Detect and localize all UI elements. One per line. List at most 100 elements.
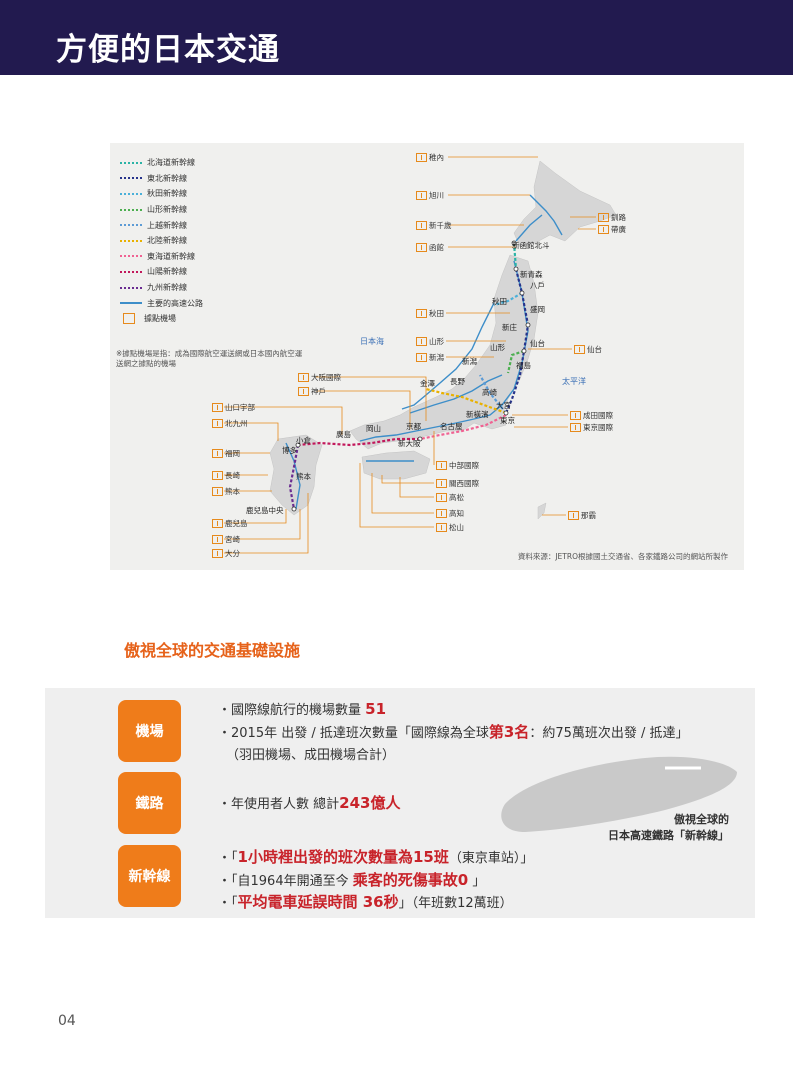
airport-label: 松山	[436, 522, 464, 533]
airport-label: 大分	[212, 548, 240, 559]
legend-note: ※據點機場是指：成為國際航空運送網或日本國內航空運送網之據點的機場	[116, 349, 303, 368]
airport-icon	[574, 345, 585, 354]
city-label: 山形	[490, 343, 505, 352]
airport-icon	[212, 549, 223, 558]
airport-icon	[436, 509, 447, 518]
city-label: 盛岡	[530, 305, 545, 314]
header-bar: 方便的日本交通	[0, 0, 793, 75]
city-label: 廣島	[336, 430, 351, 439]
airport-icon	[212, 449, 223, 458]
airport-label: 北九州	[212, 418, 248, 429]
city-label: 福島	[516, 361, 531, 370]
legend-item: 上越新幹線	[120, 217, 266, 233]
airport-icon	[212, 535, 223, 544]
city-label: 仙台	[530, 339, 545, 348]
page-title: 方便的日本交通	[56, 32, 280, 68]
airport-icon	[212, 471, 223, 480]
airport-icon	[570, 423, 581, 432]
legend-item: 山陽新幹線	[120, 264, 266, 280]
shinkansen-line-3: ・「平均電車延誤時間 36秒」（年班數12萬班）	[218, 893, 513, 911]
airport-label: 高知	[436, 508, 464, 519]
map-graphic	[224, 156, 617, 554]
map-source: 資料來源：JETRO根據國土交通省、各家鐵路公司的網站所製作	[517, 552, 728, 561]
shinkansen-train-graphic	[501, 756, 737, 832]
airport-label: 山形	[416, 336, 444, 347]
airport-label: 山口宇部	[212, 402, 255, 413]
airport-label: 長崎	[212, 470, 240, 481]
city-label: 鹿兒島中央	[246, 506, 284, 515]
airport-badge: 機場	[118, 700, 181, 762]
city-label: 新橫濱	[466, 410, 489, 419]
city-label: 金澤	[420, 379, 435, 388]
airport-label: 旭川	[416, 190, 444, 201]
infrastructure-panel: 機場 ・國際線航行的機場數量 51 ・2015年 出發 / 抵達班次數量「國際線…	[45, 688, 755, 918]
airport-label: 稚內	[416, 152, 444, 163]
airport-label: 中部國際	[436, 460, 479, 471]
page-number: 04	[58, 1013, 76, 1029]
legend-item: 主要的高速公路	[120, 295, 266, 311]
okinawa-shape	[537, 502, 547, 520]
airport-label: 大阪國際	[298, 372, 341, 383]
airport-icon	[212, 519, 223, 528]
honshu-shape	[349, 254, 539, 450]
city-label: 高崎	[482, 388, 497, 397]
airport-icon	[436, 523, 447, 532]
map-legend: 北海道新幹線 東北新幹線 秋田新幹線 山形新幹線 上越新幹線 北陸新幹線 東海道…	[120, 155, 266, 327]
airport-icon	[298, 373, 309, 382]
airport-label: 東京國際	[570, 422, 613, 433]
rail-line: ・年使用者人數 總計243億人	[218, 794, 401, 812]
airport-icon	[416, 337, 427, 346]
airport-label: 那霸	[568, 510, 596, 521]
airport-label: 高松	[436, 492, 464, 503]
airport-label: 釧路	[598, 212, 626, 223]
airport-label: 秋田	[416, 308, 444, 319]
city-label: 名古屋	[440, 422, 463, 431]
airport-label: 成田國際	[570, 410, 613, 421]
hokkaido-shape	[513, 160, 617, 248]
airport-icon	[598, 225, 609, 234]
airport-line-2: ・2015年 出發 / 抵達班次數量「國際線為全球第3名：約75萬班次出發 / …	[218, 723, 689, 741]
airport-icon	[212, 403, 223, 412]
airport-label: 關西國際	[436, 478, 479, 489]
airport-label: 仙台	[574, 344, 602, 355]
legend-item: 東北新幹線	[120, 171, 266, 187]
airport-icon	[436, 493, 447, 502]
airport-icon	[570, 411, 581, 420]
shinkansen-badge: 新幹線	[118, 845, 181, 907]
airport-icon	[212, 419, 223, 428]
city-label: 八戶	[530, 281, 545, 290]
legend-item: 秋田新幹線	[120, 186, 266, 202]
legend-item: 東海道新幹線	[120, 249, 266, 265]
airport-icon	[598, 213, 609, 222]
legend-item: 山形新幹線	[120, 202, 266, 218]
airport-label: 熊本	[212, 486, 240, 497]
city-label: 博多	[282, 446, 297, 455]
airport-label: 函館	[416, 242, 444, 253]
shikoku-shape	[361, 450, 431, 480]
city-label: 新青森	[520, 270, 543, 279]
sea-label: 日本海	[360, 337, 384, 346]
airport-label: 新千歲	[416, 220, 452, 231]
shinkansen-line-1: ・「1小時裡出發的班次數量為15班（東京車站）」	[218, 848, 534, 866]
city-label: 岡山	[366, 424, 381, 433]
airport-icon	[416, 353, 427, 362]
airport-icon	[568, 511, 579, 520]
legend-item: 九州新幹線	[120, 280, 266, 296]
airport-icon	[436, 479, 447, 488]
airport-icon	[436, 461, 447, 470]
airport-label: 神戶	[298, 386, 326, 397]
airport-icon	[416, 309, 427, 318]
sea-label: 太平洋	[562, 377, 586, 386]
airport-label: 鹿兒島	[212, 518, 248, 529]
city-label: 新函館北斗	[512, 241, 550, 250]
city-label: 小倉	[296, 436, 311, 445]
section-title: 傲視全球的交通基礎設施	[124, 641, 301, 660]
legend-item: 北海道新幹線	[120, 155, 266, 171]
train-caption: 傲視全球的 日本高速鐵路「新幹線」	[608, 813, 729, 842]
airport-label: 帶廣	[598, 224, 626, 235]
airport-icon	[416, 243, 427, 252]
city-label: 長野	[450, 377, 465, 386]
airport-icon	[298, 387, 309, 396]
city-label: 新潟	[462, 357, 477, 366]
airport-line-1: ・國際線航行的機場數量 51	[218, 700, 387, 718]
